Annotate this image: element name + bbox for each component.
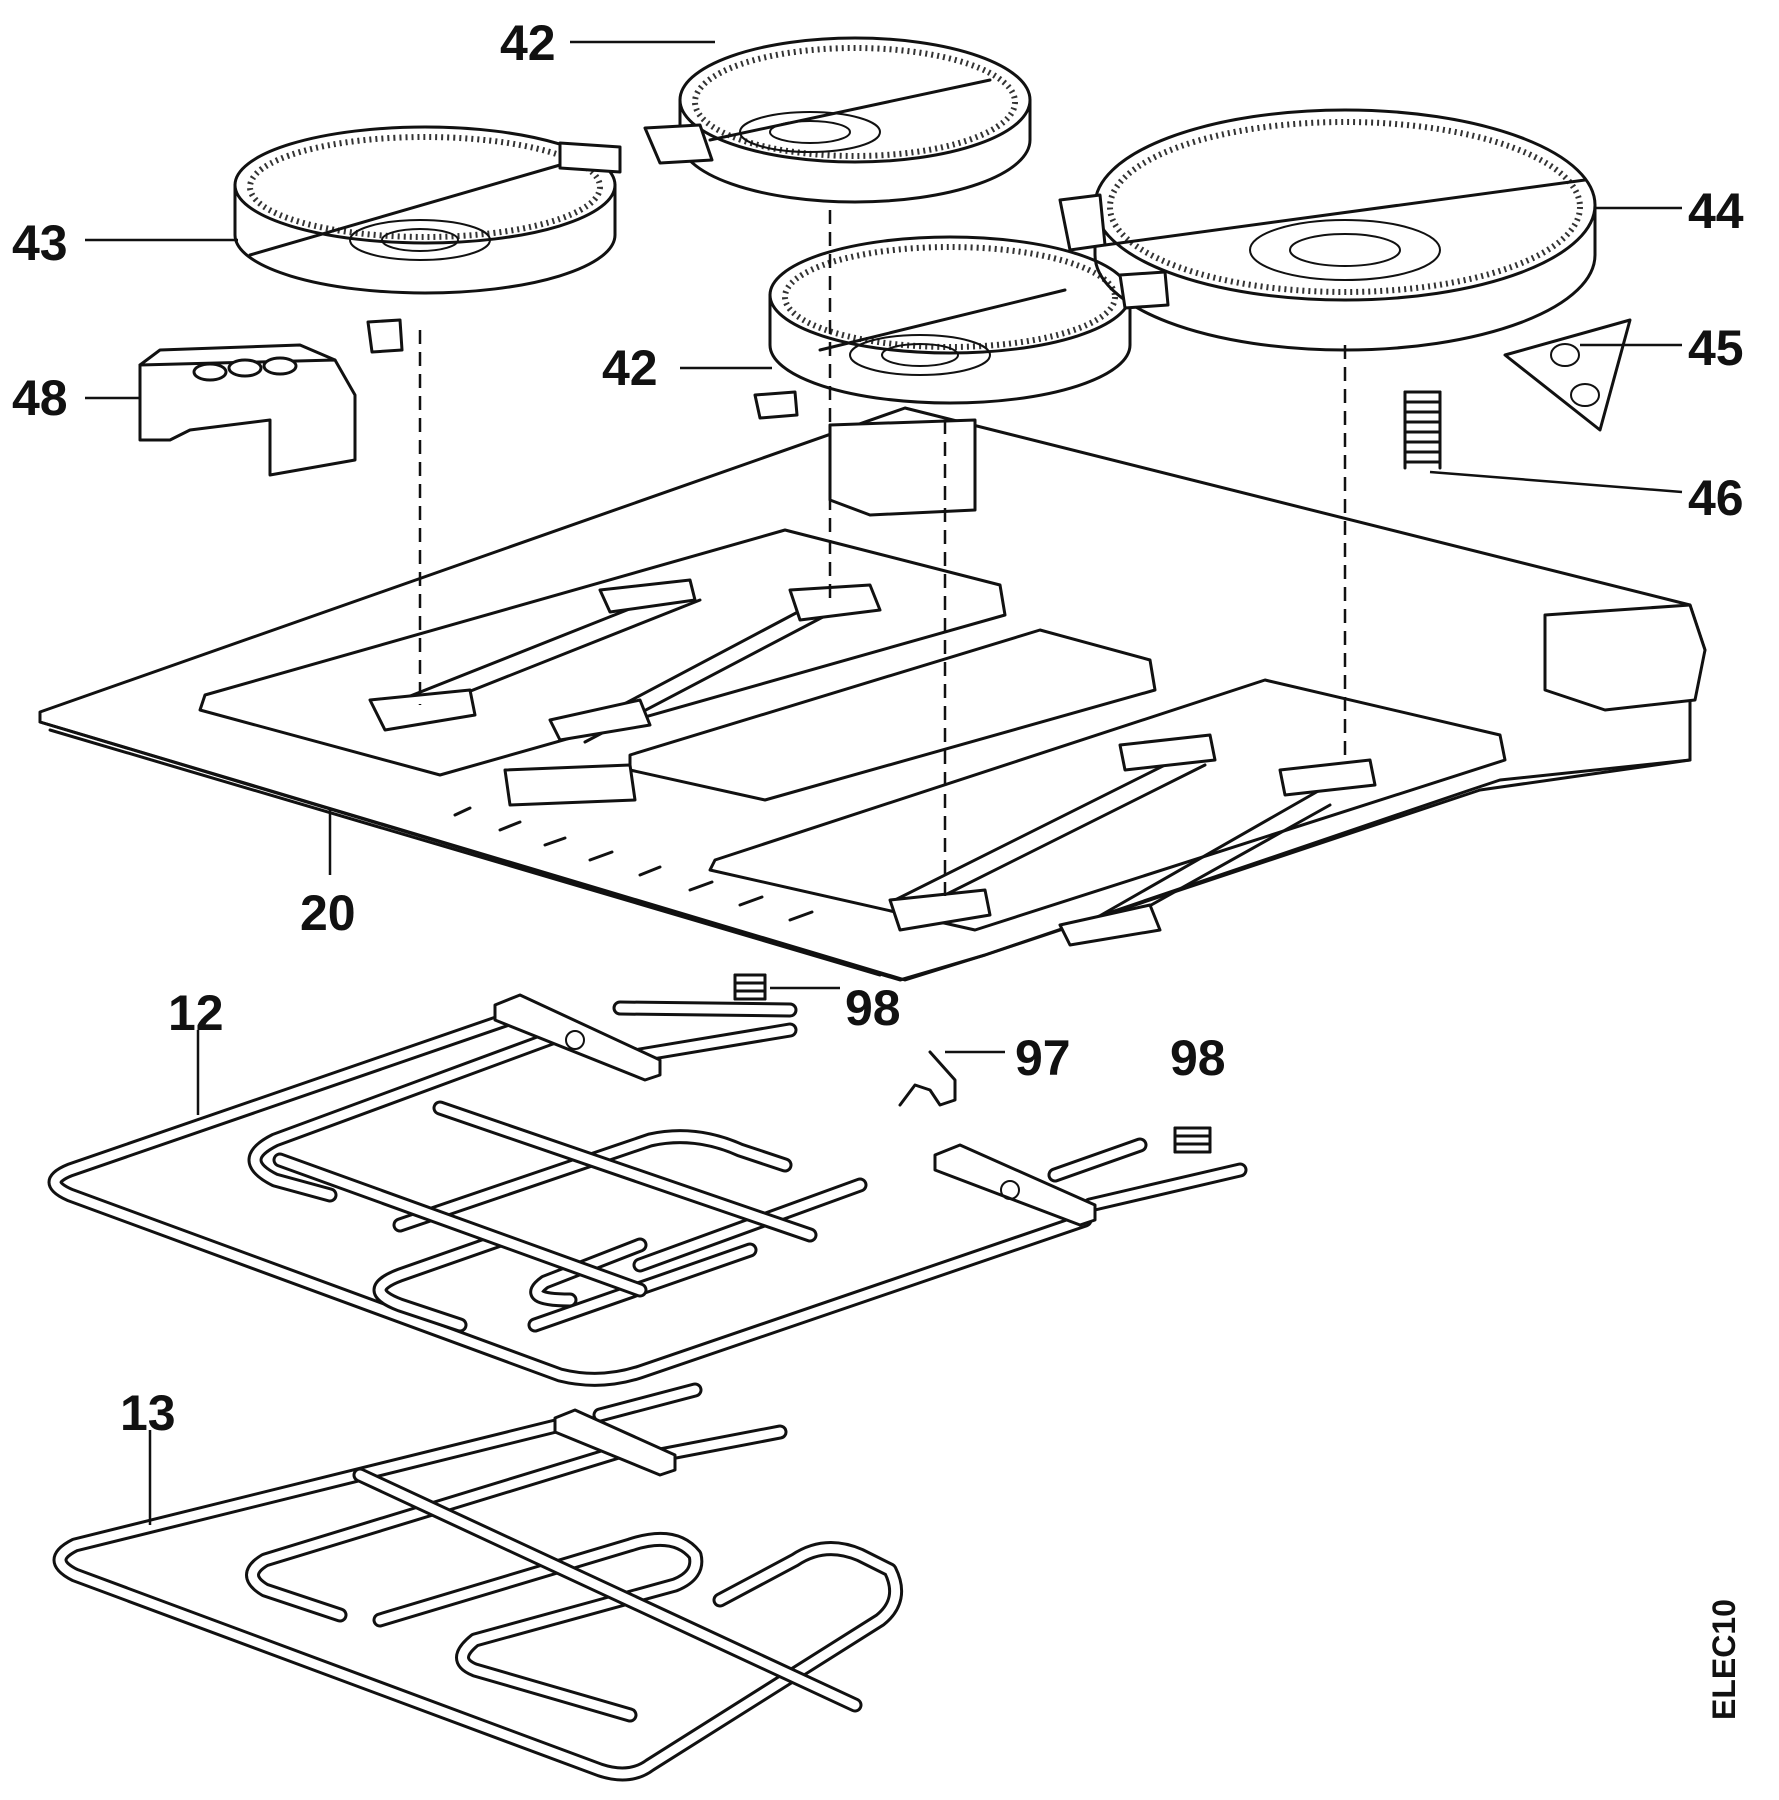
hob-base-plate: [38, 406, 1707, 982]
callout-13: 13: [120, 1385, 176, 1441]
callout-42-top: 42: [500, 15, 556, 71]
callout-20: 20: [300, 885, 356, 941]
drawing-code: ELEC10: [1706, 1599, 1742, 1720]
spring-98-left: [733, 973, 767, 1001]
hotplate-44: [1058, 108, 1597, 352]
grill-element-12: [47, 993, 1248, 1387]
callout-98-right: 98: [1170, 1030, 1226, 1086]
hotplate-42-top: [643, 36, 1032, 204]
bracket-45: [1503, 318, 1632, 432]
callout-98-left: 98: [845, 980, 901, 1036]
grill-element-13: [52, 1382, 904, 1782]
spring-46: [1403, 390, 1442, 470]
assembly-guides: [418, 210, 1347, 900]
callout-42-middle: 42: [602, 340, 658, 396]
hotplate-42-middle: [753, 235, 1132, 420]
spring-98-right: [1173, 1126, 1212, 1154]
callout-44: 44: [1688, 183, 1744, 239]
terminal-block-48: [138, 343, 357, 477]
callout-45: 45: [1688, 320, 1744, 376]
callout-97: 97: [1015, 1030, 1071, 1086]
clip-97: [898, 1050, 957, 1107]
callout-46: 46: [1688, 470, 1744, 526]
callout-12: 12: [168, 985, 224, 1041]
hotplate-43: [233, 125, 622, 354]
leader-lines: [85, 40, 1683, 1525]
callout-43: 43: [12, 215, 68, 271]
callout-48: 48: [12, 370, 68, 426]
